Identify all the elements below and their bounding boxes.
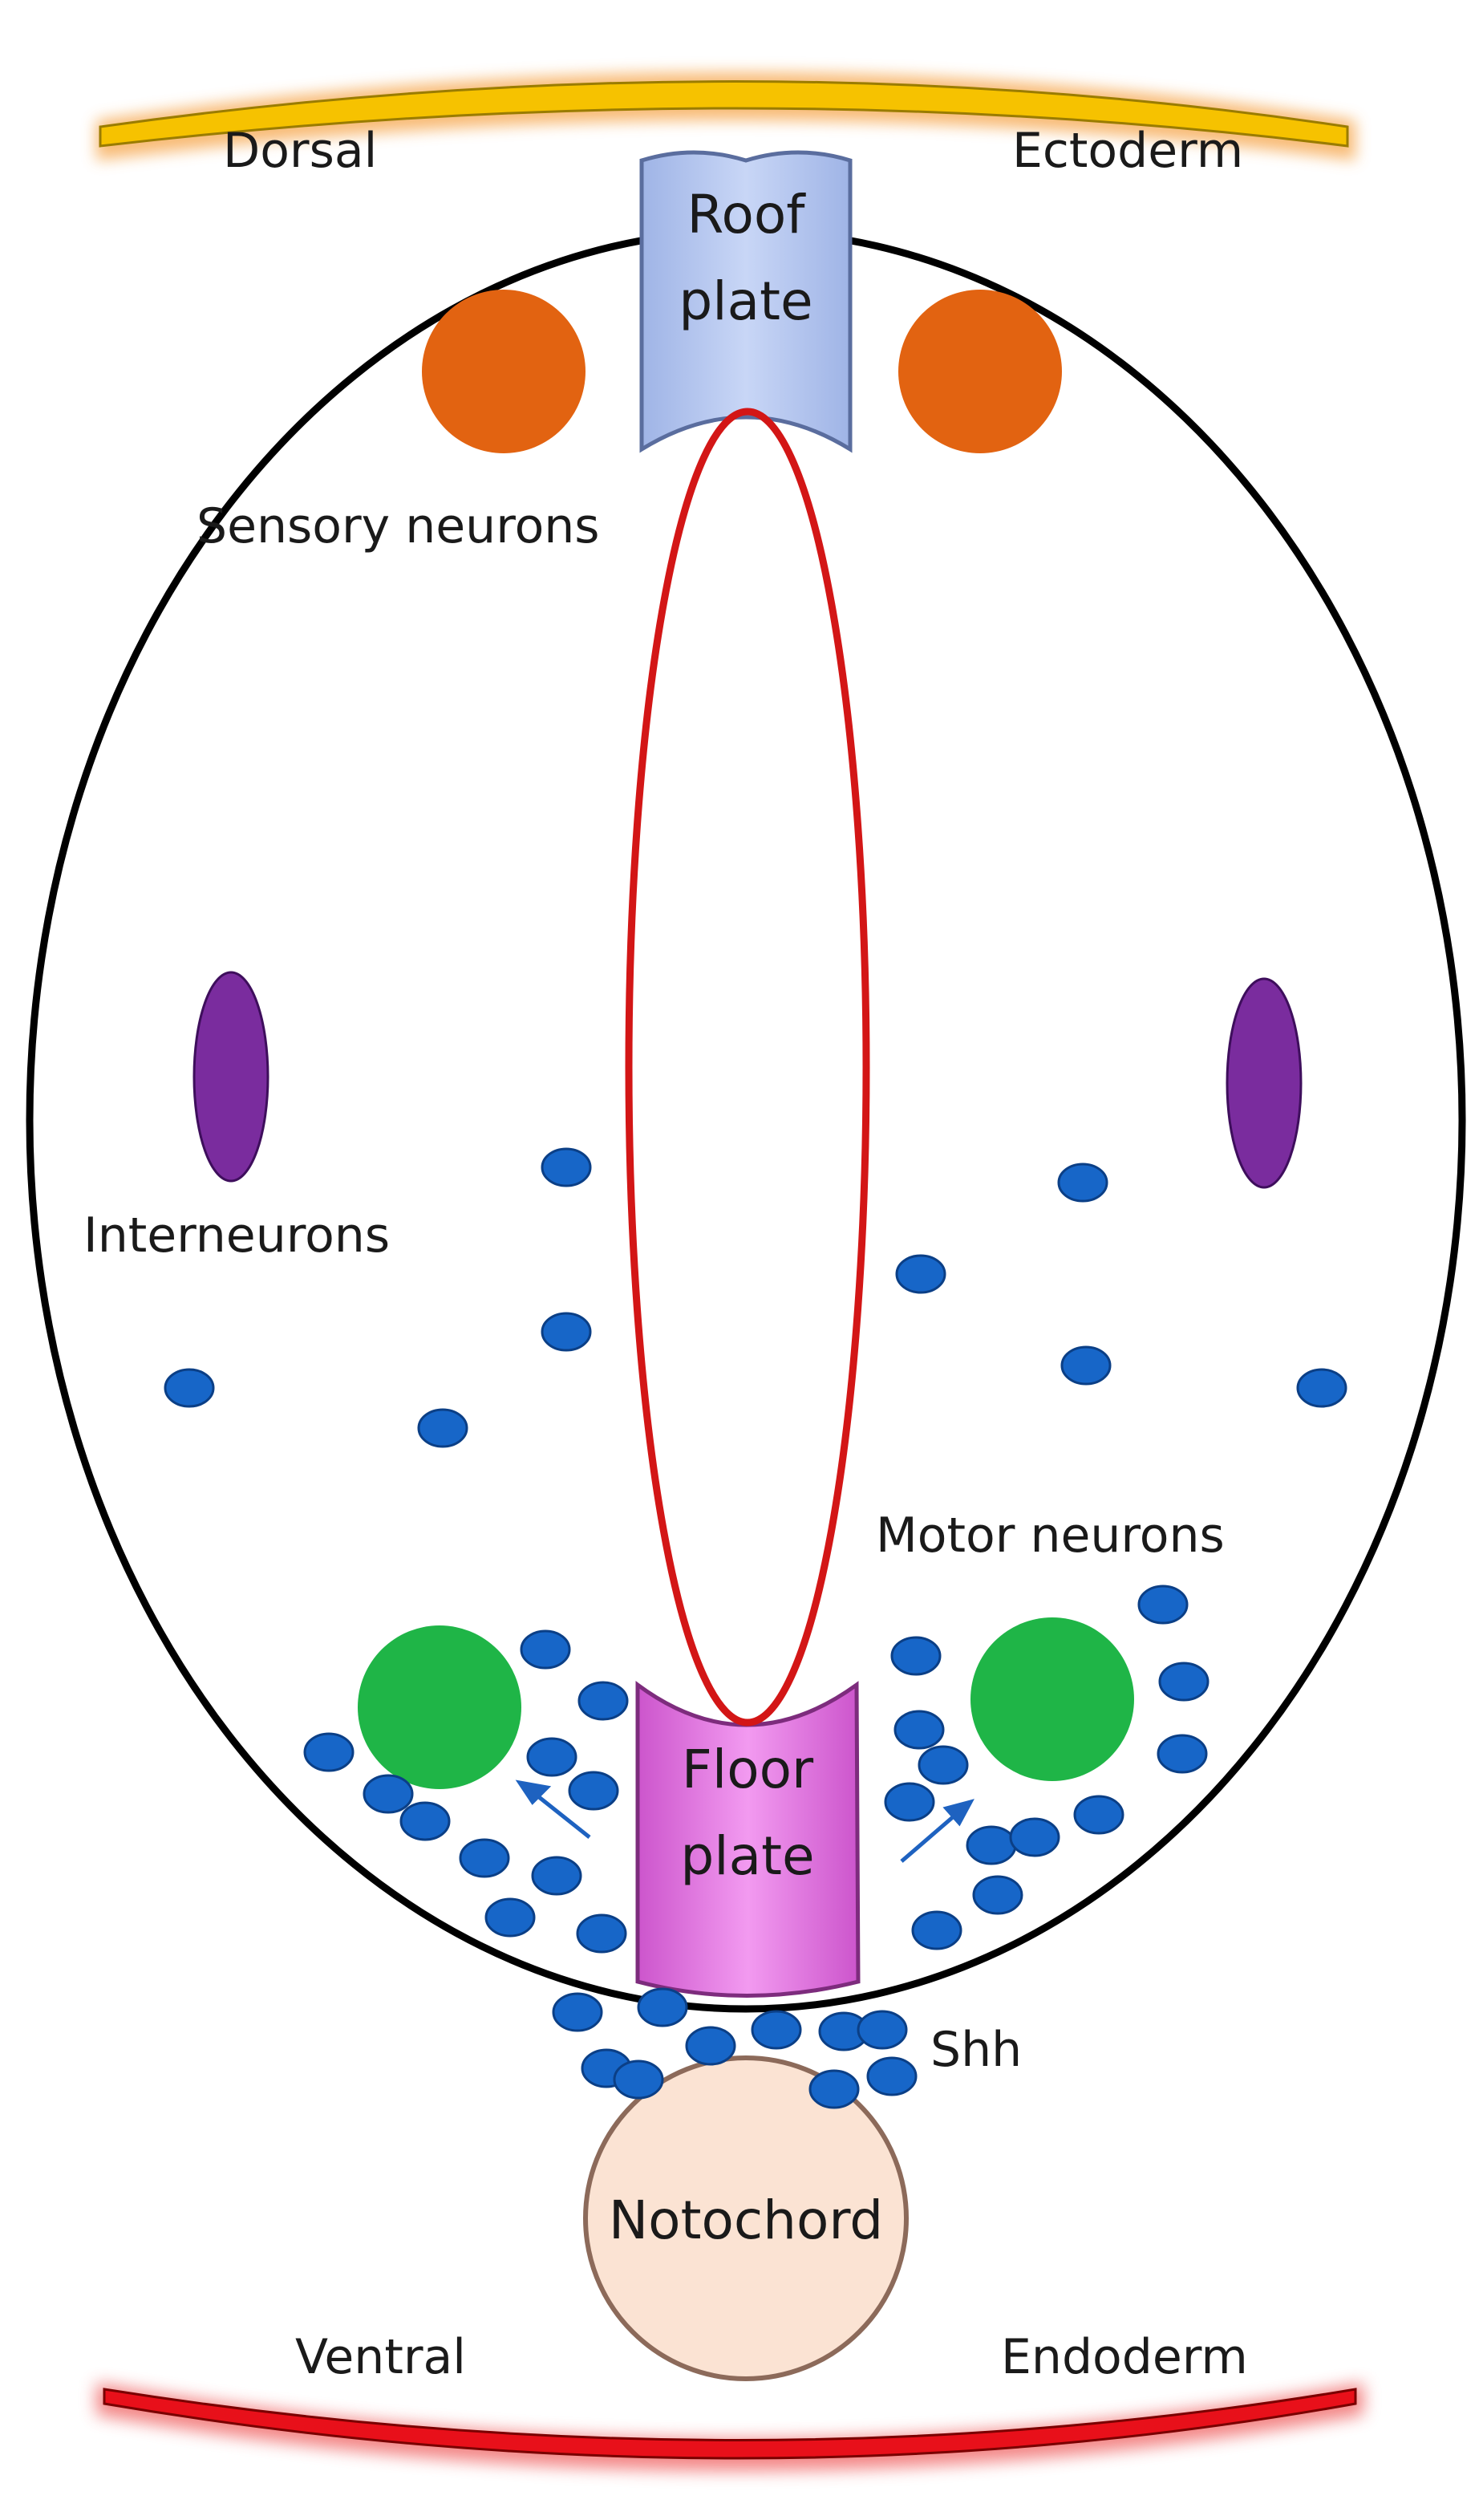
shh-dot — [751, 2010, 802, 2050]
shh-dot — [895, 1254, 946, 1294]
shh-dot — [857, 2010, 908, 2050]
shh-dot — [685, 2026, 736, 2066]
arrow-right — [900, 1810, 961, 1863]
shh-dot — [1296, 1368, 1347, 1408]
motor-neuron-right — [970, 1617, 1134, 1781]
shh-dot — [568, 1771, 619, 1811]
endoderm-layer — [96, 2383, 1363, 2471]
roof-plate — [639, 150, 853, 453]
shh-dot — [911, 1910, 962, 1950]
shh-dot — [576, 1913, 627, 1954]
shh-dot — [541, 1147, 592, 1187]
shh-dot — [520, 1629, 571, 1670]
shh-dot — [552, 1992, 603, 2032]
shh-dot — [399, 1801, 451, 1841]
shh-dot — [526, 1737, 577, 1777]
shh-dot — [884, 1782, 935, 1822]
shh-dot — [1158, 1662, 1209, 1702]
shh-dot — [1137, 1585, 1189, 1625]
label-interneurons: Interneurons — [83, 1207, 390, 1264]
shh-dot — [541, 1312, 592, 1352]
shh-dot — [918, 1745, 969, 1785]
label-ventral: Ventral — [295, 2329, 466, 2385]
label-roof-line1: Roof — [687, 184, 807, 246]
migration-arrows — [515, 1779, 974, 1863]
shh-dot — [303, 1732, 355, 1772]
shh-dot — [459, 1838, 510, 1878]
shh-dot — [808, 2069, 860, 2109]
label-shh: Shh — [930, 2022, 1022, 2078]
shh-signal-dots — [164, 1147, 1347, 2109]
interneuron-right — [1226, 977, 1303, 1189]
label-endoderm: Endoderm — [1001, 2329, 1248, 2385]
shh-dot — [363, 1774, 414, 1814]
sensory-neuron-right — [898, 290, 1062, 453]
shh-dot — [1157, 1734, 1208, 1774]
central-canal — [625, 408, 870, 1727]
shh-dot — [866, 2056, 918, 2096]
arrow-left — [529, 1789, 591, 1839]
shh-dot — [417, 1408, 468, 1448]
notochord — [583, 2055, 909, 2381]
shh-dot — [577, 1681, 629, 1721]
label-roof-line2: plate — [679, 270, 812, 332]
shh-dot — [890, 1636, 942, 1676]
shh-dot — [972, 1875, 1023, 1915]
sensory-neuron-left — [422, 290, 586, 453]
floor-plate — [635, 1681, 861, 1998]
label-floor-line1: Floor — [682, 1739, 814, 1800]
shh-dot — [164, 1368, 215, 1408]
label-motor-neurons: Motor neurons — [876, 1508, 1225, 1564]
shh-dot — [531, 1856, 582, 1896]
label-dorsal: Dorsal — [223, 123, 377, 179]
shh-dot — [1057, 1163, 1108, 1203]
shh-dot — [893, 1710, 945, 1750]
shh-dot — [637, 1987, 688, 2027]
shh-dot — [484, 1897, 536, 1938]
label-sensory-neurons: Sensory neurons — [197, 498, 600, 554]
ectoderm-layer — [96, 72, 1355, 160]
shh-dot — [966, 1825, 1017, 1865]
shh-dot — [1009, 1817, 1060, 1857]
label-ectoderm: Ectoderm — [1012, 123, 1243, 179]
label-floor-line2: plate — [680, 1825, 814, 1887]
label-notochord: Notochord — [609, 2189, 883, 2251]
shh-dot — [1073, 1795, 1124, 1835]
motor-neuron-left — [358, 1625, 521, 1789]
interneuron-left — [192, 971, 269, 1183]
arrow-right-head — [942, 1799, 974, 1827]
shh-dot — [613, 2059, 664, 2100]
arrow-left-head — [515, 1779, 552, 1805]
shh-dot — [1060, 1345, 1112, 1386]
